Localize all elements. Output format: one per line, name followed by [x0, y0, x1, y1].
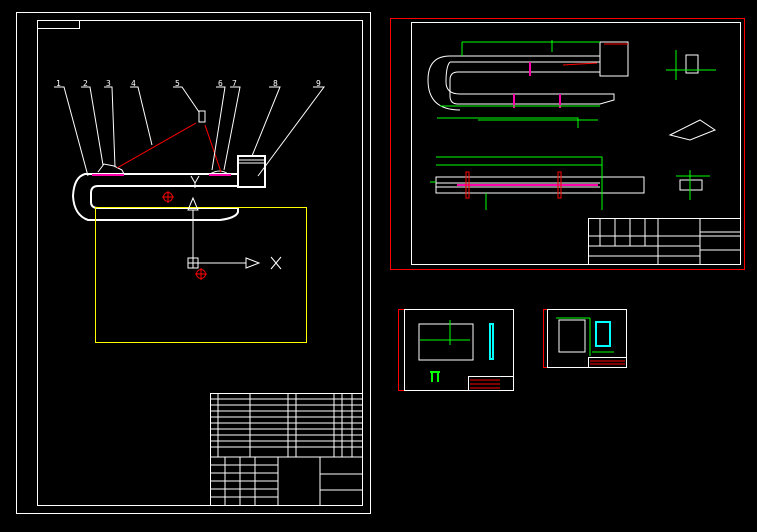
- linkage-line: [204, 124, 222, 173]
- crosshair-icon: [195, 268, 207, 280]
- crosshair-icon: [162, 191, 174, 203]
- title-block: [210, 393, 363, 506]
- main-drawing-sheet: 1 2 3 4 5 6 7 8 9: [16, 12, 371, 514]
- ucs-axis-icon: [187, 196, 282, 270]
- boundary-box: [95, 207, 307, 343]
- part-label-7: 7: [232, 79, 237, 88]
- conveyor-body: [71, 173, 239, 221]
- linkage-line: [116, 122, 197, 169]
- sheet-2[interactable]: [390, 18, 745, 270]
- part-label-6: 6: [218, 79, 223, 88]
- sheet-4[interactable]: [543, 309, 627, 368]
- part-label-4: 4: [131, 79, 136, 88]
- part-label-2: 2: [83, 79, 88, 88]
- part-label-3: 3: [106, 79, 111, 88]
- part-label-5: 5: [175, 79, 180, 88]
- leader-lines: [54, 86, 325, 177]
- part-label-9: 9: [316, 79, 321, 88]
- part-label-1: 1: [56, 79, 61, 88]
- sheet-3[interactable]: [398, 309, 514, 391]
- part-label-8: 8: [273, 79, 278, 88]
- drive-box: [237, 155, 266, 188]
